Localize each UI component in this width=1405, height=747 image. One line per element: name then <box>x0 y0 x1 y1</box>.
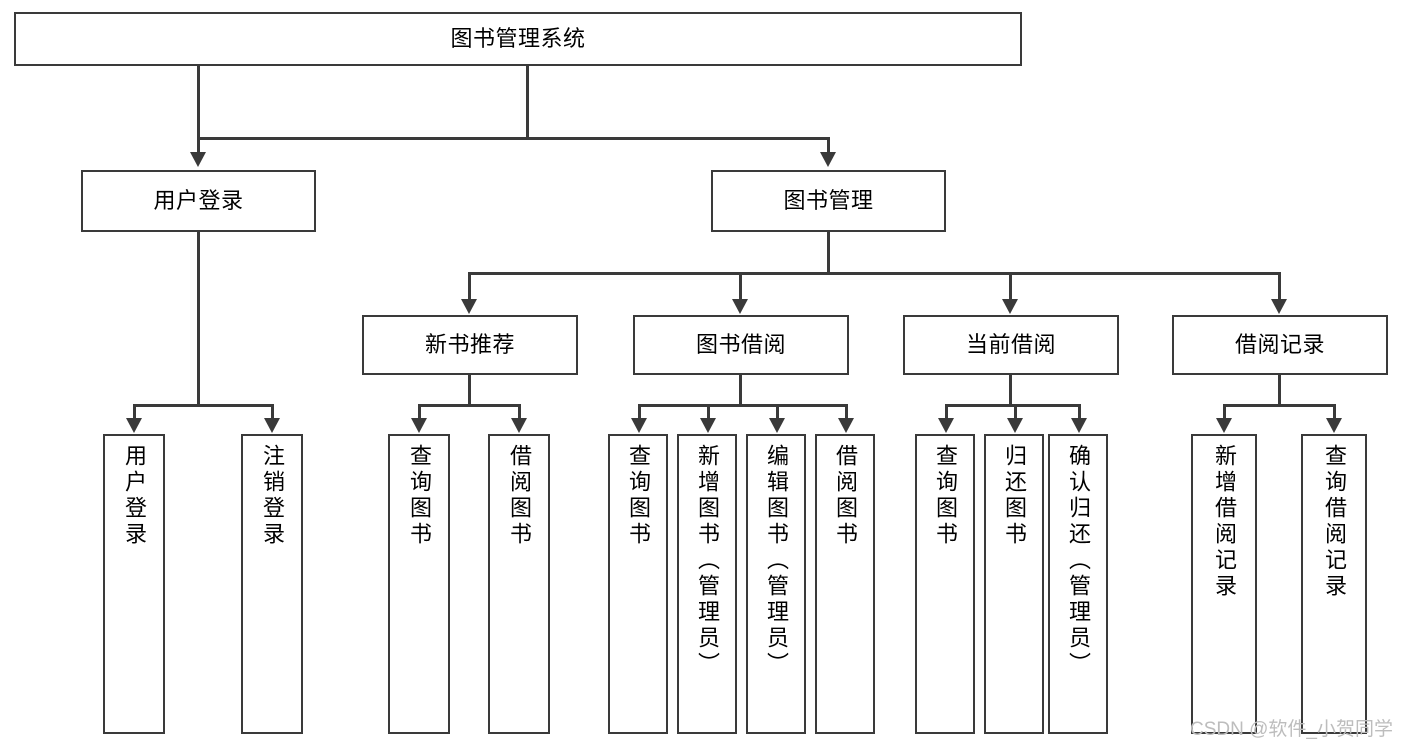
connector-drop-br-1 <box>1223 404 1226 419</box>
node-label: 查询借阅记录 <box>1322 444 1347 600</box>
connector-bus-current-borrow <box>945 404 1078 407</box>
arrowhead-ul-2 <box>264 418 280 433</box>
arrowhead-cb-1 <box>938 418 954 433</box>
connector-root-stem-center <box>526 66 529 137</box>
arrowhead-bb-2 <box>700 418 716 433</box>
arrowhead-bb-4 <box>838 418 854 433</box>
leaf-book-borrow-query[interactable]: 查询图书 <box>608 434 668 734</box>
node-user-login[interactable]: 用户登录 <box>81 170 316 232</box>
node-borrow-record[interactable]: 借阅记录 <box>1172 315 1388 375</box>
connector-drop-ul-1 <box>133 404 136 419</box>
connector-bus-borrow-record <box>1223 404 1335 407</box>
arrowhead-cb-2 <box>1007 418 1023 433</box>
connector-drop-l3-3 <box>1009 272 1012 300</box>
arrowhead-bb-3 <box>769 418 785 433</box>
node-book-management[interactable]: 图书管理 <box>711 170 946 232</box>
connector-drop-nb-2 <box>518 404 521 419</box>
leaf-book-borrow-edit[interactable]: 编辑图书（管理员） <box>746 434 806 734</box>
arrowhead-br-1 <box>1216 418 1232 433</box>
leaf-borrow-record-add[interactable]: 新增借阅记录 <box>1191 434 1257 734</box>
leaf-current-borrow-return[interactable]: 归还图书 <box>984 434 1044 734</box>
connector-stem-borrow-record <box>1278 375 1281 404</box>
leaf-book-borrow-add[interactable]: 新增图书（管理员） <box>677 434 737 734</box>
connector-bus-level3 <box>468 272 1280 275</box>
connector-drop-l3-4 <box>1278 272 1281 300</box>
arrowhead-cb-3 <box>1071 418 1087 433</box>
arrowhead-br-2 <box>1326 418 1342 433</box>
arrowhead-l3-3 <box>1002 299 1018 314</box>
connector-drop-br-2 <box>1333 404 1336 419</box>
node-label: 注销登录 <box>260 444 285 548</box>
connector-drop-l3-1 <box>468 272 471 300</box>
connector-stem-new-book <box>468 375 471 404</box>
node-label: 借阅记录 <box>1234 332 1325 358</box>
connector-drop-book-mgmt <box>827 137 830 155</box>
connector-drop-cb-2 <box>1014 404 1017 419</box>
node-label: 归还图书 <box>1002 444 1027 548</box>
node-label: 用户登录 <box>122 444 147 548</box>
leaf-new-book-query[interactable]: 查询图书 <box>388 434 450 734</box>
node-label: 借阅图书 <box>507 444 532 548</box>
node-label: 用户登录 <box>153 188 244 214</box>
node-label: 确认归还（管理员） <box>1066 444 1091 678</box>
connector-root-stem <box>197 66 200 137</box>
connector-drop-l3-2 <box>739 272 742 300</box>
node-label: 新增图书（管理员） <box>695 444 720 678</box>
node-label: 图书借阅 <box>695 332 786 358</box>
node-new-book-recommend[interactable]: 新书推荐 <box>362 315 578 375</box>
leaf-user-login-signin[interactable]: 用户登录 <box>103 434 165 734</box>
arrowhead-l3-1 <box>461 299 477 314</box>
connector-drop-cb-3 <box>1078 404 1081 419</box>
connector-drop-user-login <box>197 137 200 155</box>
leaf-current-borrow-confirm-return[interactable]: 确认归还（管理员） <box>1048 434 1108 734</box>
arrowhead-bb-1 <box>631 418 647 433</box>
arrowhead-l3-4 <box>1271 299 1287 314</box>
connector-drop-bb-2 <box>707 404 710 419</box>
node-current-borrow[interactable]: 当前借阅 <box>903 315 1119 375</box>
node-label: 当前借阅 <box>965 332 1056 358</box>
node-label: 查询图书 <box>407 444 432 548</box>
node-label: 借阅图书 <box>833 444 858 548</box>
leaf-new-book-borrow[interactable]: 借阅图书 <box>488 434 550 734</box>
node-label: 查询图书 <box>933 444 958 548</box>
node-label: 新书推荐 <box>424 332 515 358</box>
connector-stem-user-login <box>197 232 200 404</box>
connector-stem-book-borrow <box>739 375 742 404</box>
connector-bus-new-book <box>418 404 520 407</box>
leaf-book-borrow-borrow[interactable]: 借阅图书 <box>815 434 875 734</box>
leaf-current-borrow-query[interactable]: 查询图书 <box>915 434 975 734</box>
connector-bus-level1 <box>197 137 829 140</box>
connector-stem-current-borrow <box>1009 375 1012 404</box>
arrowhead-l3-2 <box>732 299 748 314</box>
connector-bus-book-borrow <box>638 404 845 407</box>
node-label: 图书管理 <box>783 188 874 214</box>
arrowhead-book-mgmt <box>820 152 836 167</box>
node-label: 图书管理系统 <box>450 26 586 52</box>
connector-drop-bb-4 <box>845 404 848 419</box>
connector-drop-nb-1 <box>418 404 421 419</box>
leaf-borrow-record-query[interactable]: 查询借阅记录 <box>1301 434 1367 734</box>
arrowhead-ul-1 <box>126 418 142 433</box>
node-label: 新增借阅记录 <box>1212 444 1237 600</box>
arrowhead-nb-1 <box>411 418 427 433</box>
connector-drop-cb-1 <box>945 404 948 419</box>
node-book-borrow[interactable]: 图书借阅 <box>633 315 849 375</box>
node-label: 编辑图书（管理员） <box>764 444 789 678</box>
connector-drop-bb-1 <box>638 404 641 419</box>
node-label: 查询图书 <box>626 444 651 548</box>
connector-drop-bb-3 <box>776 404 779 419</box>
connector-drop-ul-2 <box>271 404 274 419</box>
connector-bus-user-login <box>133 404 273 407</box>
arrowhead-nb-2 <box>511 418 527 433</box>
node-root-system[interactable]: 图书管理系统 <box>14 12 1022 66</box>
arrowhead-user-login <box>190 152 206 167</box>
csdn-watermark: CSDN @软件_小贺同学 <box>1190 719 1393 740</box>
connector-stem-book-mgmt <box>827 232 830 272</box>
leaf-user-login-signout[interactable]: 注销登录 <box>241 434 303 734</box>
